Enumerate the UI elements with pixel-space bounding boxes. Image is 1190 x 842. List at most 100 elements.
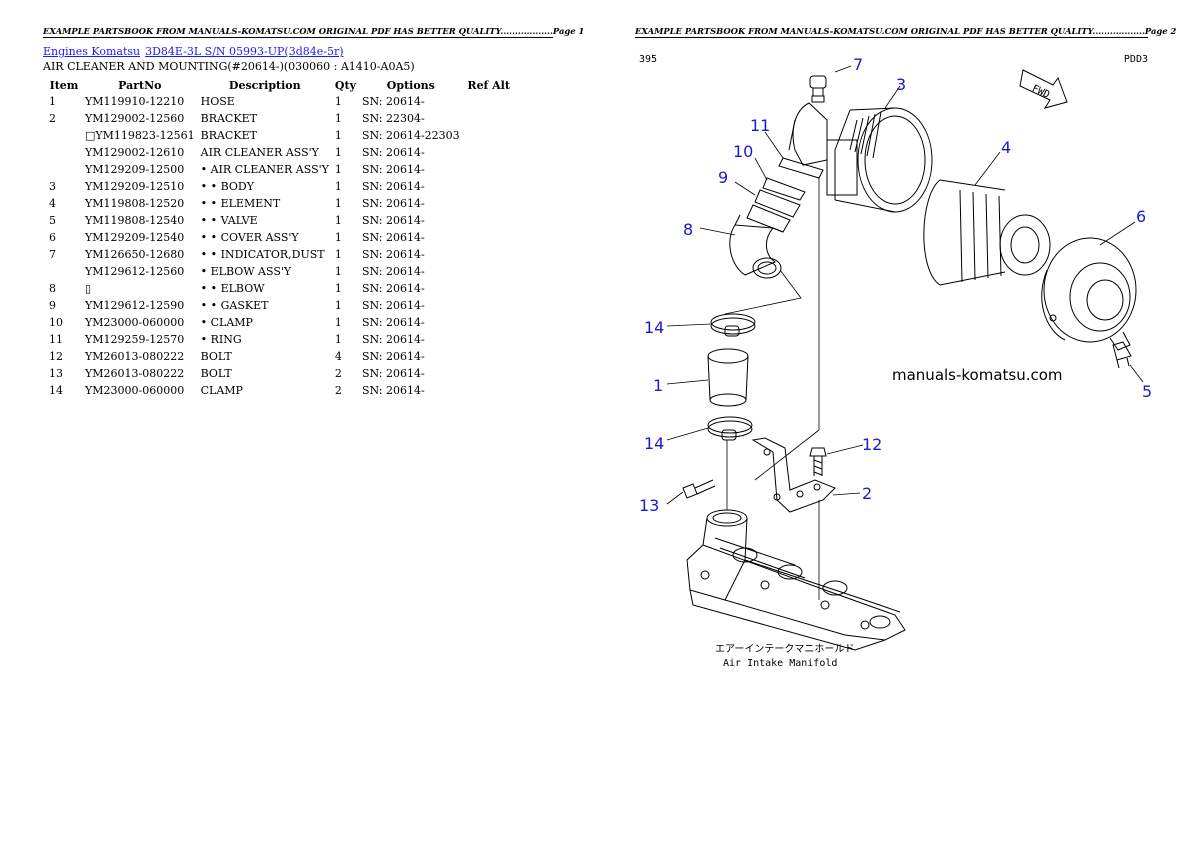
cell-description: • • GASKET xyxy=(200,299,269,312)
cell-item: 6 xyxy=(49,231,56,244)
page-2: EXAMPLE PARTSBOOK FROM MANUALS-KOMATSU.C… xyxy=(595,0,1190,842)
cell-item xyxy=(43,127,82,144)
cell-qty: 1 xyxy=(334,112,342,125)
table-row: YM129612-12560 • ELBOW ASS'Y 1 SN: 20614- xyxy=(43,263,515,280)
cell-description: • ELBOW ASS'Y xyxy=(200,265,292,278)
cell-qty: 1 xyxy=(334,95,342,108)
cell-qty: 2 xyxy=(334,384,342,397)
cell-item: 10 xyxy=(49,316,63,329)
cell-description: BOLT xyxy=(200,350,232,363)
table-header-row: Item PartNo Description Qty Options Ref … xyxy=(43,77,515,93)
cell-ref-alt xyxy=(463,195,515,212)
callout-8: 8 xyxy=(683,220,693,239)
cell-partno: YM129209-12500 xyxy=(85,163,185,176)
cell-partno: YM119808-12520 xyxy=(85,197,185,210)
callout-numbers: 7 3 11 10 4 9 6 8 14 1 5 14 12 2 13 xyxy=(639,55,1152,515)
column-header-partno: PartNo xyxy=(118,78,162,92)
breadcrumb-link-model[interactable]: 3D84E-3L S/N 05993-UP(3d84e-5r) xyxy=(145,45,344,58)
cell-item: 7 xyxy=(49,248,56,261)
cell-partno: YM129612-12560 xyxy=(85,265,185,278)
cell-ref-alt xyxy=(463,93,515,110)
cell-options: SN: 20614- xyxy=(361,146,425,159)
page-1: EXAMPLE PARTSBOOK FROM MANUALS-KOMATSU.C… xyxy=(43,26,584,399)
callout-9: 9 xyxy=(718,168,728,187)
cell-qty: 1 xyxy=(334,231,342,244)
cell-qty: 1 xyxy=(334,265,342,278)
bracket-drawing xyxy=(751,437,836,513)
cell-ref-alt xyxy=(463,178,515,195)
leader-lines xyxy=(666,65,1144,600)
cell-options: SN: 20614- xyxy=(361,265,425,278)
cell-description: • • INDICATOR,DUST xyxy=(200,248,325,261)
diagram-id-left: 395 xyxy=(639,54,657,65)
cell-partno: YM119910-12210 xyxy=(85,95,185,108)
fwd-label: FWD xyxy=(1030,83,1051,101)
cell-description: • • COVER ASS'Y xyxy=(200,231,299,244)
cell-qty: 1 xyxy=(334,180,342,193)
cell-qty: 1 xyxy=(334,333,342,346)
cell-description: • • VALVE xyxy=(200,214,258,227)
cell-qty: 1 xyxy=(334,163,342,176)
page-header: EXAMPLE PARTSBOOK FROM MANUALS-KOMATSU.C… xyxy=(635,26,1177,36)
exploded-parts-diagram: 395 PDD3 FWD manuals-komatsu.com エアーインテー… xyxy=(639,54,1152,669)
column-header-description: Description xyxy=(228,78,301,92)
forward-arrow-drawing xyxy=(1019,69,1068,109)
callout-11: 11 xyxy=(750,116,770,135)
parts-table: Item PartNo Description Qty Options Ref … xyxy=(43,77,515,399)
cell-ref-alt xyxy=(463,297,515,314)
cell-ref-alt xyxy=(463,314,515,331)
cell-item: 3 xyxy=(49,180,56,193)
cell-description: CLAMP xyxy=(200,384,243,397)
cell-partno: YM129002-12610 xyxy=(85,146,185,159)
cell-qty: 1 xyxy=(334,214,342,227)
cell-item: 4 xyxy=(49,197,56,210)
cell-ref-alt xyxy=(463,331,515,348)
cell-options: SN: 20614- xyxy=(361,384,425,397)
cell-qty: 1 xyxy=(334,282,342,295)
dust-indicator-drawing xyxy=(809,75,827,103)
cell-ref-alt xyxy=(463,144,515,161)
column-header-item: Item xyxy=(49,78,79,92)
cell-description: • • ELEMENT xyxy=(200,197,281,210)
diagram-id-right: PDD3 xyxy=(1124,54,1148,65)
cell-options: SN: 20614- xyxy=(361,282,425,295)
cell-options: SN: 20614- xyxy=(361,197,425,210)
cell-item: 5 xyxy=(49,214,56,227)
cell-ref-alt xyxy=(463,110,515,127)
cell-options: SN: 20614- xyxy=(361,350,425,363)
cell-options: SN: 20614- xyxy=(361,367,425,380)
callout-2: 2 xyxy=(862,484,872,503)
cell-item: 2 xyxy=(49,112,56,125)
callout-14-lower: 14 xyxy=(644,434,664,453)
hose-drawing xyxy=(707,348,749,407)
breadcrumb-link-engines[interactable]: Engines Komatsu xyxy=(43,45,141,58)
cell-ref-alt xyxy=(463,246,515,263)
breadcrumb: Engines Komatsu 3D84E-3L S/N 05993-UP(3d8… xyxy=(43,45,344,58)
cell-item: 9 xyxy=(49,299,56,312)
filter-element-drawing xyxy=(923,179,1051,286)
cell-options: SN: 20614- xyxy=(361,214,425,227)
bolt-12-drawing xyxy=(809,447,827,476)
cell-description: BRACKET xyxy=(200,129,257,142)
cell-qty: 1 xyxy=(334,248,342,261)
cell-options: SN: 20614-22303 xyxy=(361,129,460,142)
cell-ref-alt xyxy=(463,229,515,246)
cell-partno: YM129002-12560 xyxy=(85,112,185,125)
callout-1: 1 xyxy=(653,376,663,395)
cell-item xyxy=(43,161,82,178)
cell-description: • • BODY xyxy=(200,180,254,193)
cell-qty: 2 xyxy=(334,367,342,380)
intake-manifold-drawing xyxy=(686,509,906,651)
cell-partno: YM129209-12510 xyxy=(85,180,185,193)
caption-japanese: エアーインテークマニホールド xyxy=(715,643,854,655)
callout-5: 5 xyxy=(1142,382,1152,401)
